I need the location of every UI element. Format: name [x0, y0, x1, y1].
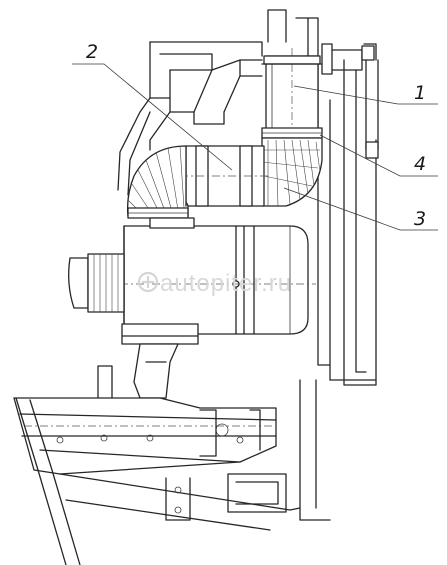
air-filter-housing [120, 217, 316, 345]
vertical-frame [267, 9, 379, 386]
leader-lines [72, 63, 438, 231]
left-elbow [126, 145, 189, 219]
side-inlet-hose [68, 253, 125, 313]
watermark-text: autopiter.ru [160, 270, 292, 297]
callout-label-1: 1 [414, 82, 426, 104]
autopiter-logo-icon [137, 271, 159, 293]
middle-coupling [180, 145, 268, 207]
background-structure [117, 41, 263, 196]
callout-label-4: 4 [414, 153, 426, 175]
intake-pipe [261, 48, 323, 140]
callout-label-2: 2 [86, 41, 98, 63]
watermark: autopiter.ru [137, 270, 292, 297]
upper-clamp [261, 127, 323, 139]
chassis-frame [13, 379, 331, 565]
right-elbow [261, 137, 323, 207]
callout-label-3: 3 [414, 208, 426, 230]
callout-labels: 2 1 4 3 [86, 41, 426, 230]
